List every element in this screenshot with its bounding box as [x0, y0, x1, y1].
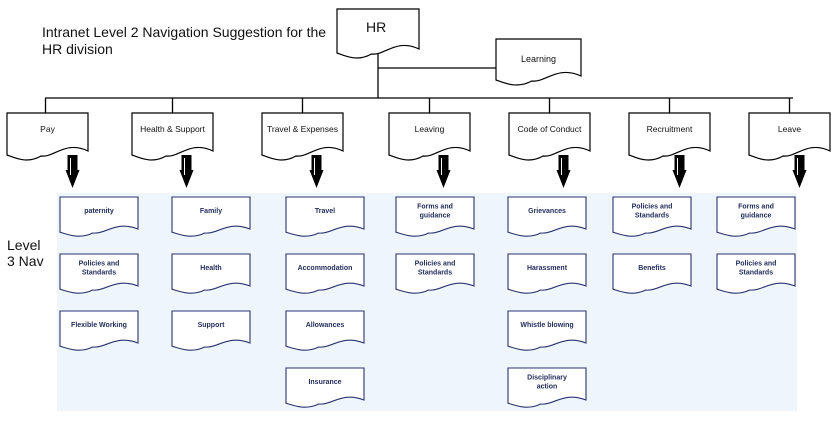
level3-label: Policies and — [736, 261, 777, 268]
level3-label: Standards — [635, 213, 669, 220]
level3-node[interactable]: Travel — [285, 196, 365, 237]
level3-label: Whistle blowing — [520, 322, 573, 329]
level3-node[interactable]: Accommodation — [285, 253, 365, 294]
level2-label: Health & Support — [140, 124, 205, 134]
down-arrow-icon — [65, 155, 80, 188]
level3-node[interactable]: Benefits — [612, 253, 692, 294]
level2-node[interactable]: Health & Support — [131, 112, 214, 161]
level3-label: Insurance — [308, 379, 341, 386]
level2-node[interactable]: Leave — [748, 112, 831, 161]
level2-node[interactable]: Code of Conduct — [508, 112, 591, 161]
level2-label: Leave — [778, 124, 801, 134]
level2-label: Code of Conduct — [518, 124, 582, 134]
learning-node[interactable]: Learning — [495, 38, 582, 86]
level3-nav-label: Level 3 Nav — [7, 237, 44, 269]
level2-node[interactable]: Leaving — [388, 112, 471, 161]
level3-label: Flexible Working — [71, 322, 127, 329]
level3-label: guidance — [741, 213, 772, 220]
level3-label: Standards — [82, 270, 116, 277]
hr-root-label: HR — [366, 19, 386, 35]
level3-node[interactable]: Allowances — [285, 310, 365, 351]
level3-label: Health — [200, 265, 221, 272]
level2-label: Leaving — [415, 124, 445, 134]
down-arrow-icon — [792, 155, 807, 188]
level2-label: Travel & Expenses — [267, 124, 338, 134]
level2-label: Pay — [40, 124, 55, 134]
level3-node[interactable]: Family — [171, 196, 251, 237]
level3-label: Policies and — [415, 261, 456, 268]
level3-node[interactable]: Grievances — [507, 196, 587, 237]
level3-label: action — [537, 384, 558, 391]
level3-node[interactable]: Support — [171, 310, 251, 351]
level3-node[interactable]: Whistle blowing — [507, 310, 587, 351]
level3-label: Allowances — [306, 322, 345, 329]
level3-label: Family — [200, 208, 222, 215]
level3-label: Support — [198, 322, 225, 329]
level2-label: Recruitment — [647, 124, 693, 134]
level3-label: Policies and — [632, 204, 673, 211]
learning-label: Learning — [521, 54, 556, 64]
level3-node[interactable]: Forms and guidance — [395, 196, 475, 237]
level3-node[interactable]: paternity — [59, 196, 139, 237]
level3-label: paternity — [84, 208, 114, 215]
level3-node[interactable]: Harassment — [507, 253, 587, 294]
level3-label: Standards — [739, 270, 773, 277]
hr-root-node[interactable]: HR — [336, 8, 420, 59]
level2-node[interactable]: Travel & Expenses — [261, 112, 344, 161]
down-arrow-icon — [556, 155, 571, 188]
down-arrow-icon — [436, 155, 451, 188]
level3-label: Standards — [418, 270, 452, 277]
level3-node[interactable]: Flexible Working — [59, 310, 139, 351]
down-arrow-icon — [309, 155, 324, 188]
level3-label: guidance — [420, 213, 451, 220]
down-arrow-icon — [672, 155, 687, 188]
level3-node[interactable]: Insurance — [285, 367, 365, 408]
level3-node[interactable]: Disciplinary action — [507, 367, 587, 408]
level3-label: Forms and — [417, 204, 453, 211]
level2-node[interactable]: Pay — [6, 112, 89, 161]
level3-label: Disciplinary — [527, 375, 567, 382]
diagram-title: Intranet Level 2 Navigation Suggestion f… — [42, 24, 327, 57]
level3-label: Accommodation — [298, 265, 353, 272]
down-arrow-icon — [179, 155, 194, 188]
level3-label: Travel — [315, 208, 335, 215]
level3-label: Forms and — [738, 204, 774, 211]
level3-label: Benefits — [638, 265, 666, 272]
level3-label: Harassment — [527, 265, 568, 272]
level3-label: Policies and — [79, 261, 120, 268]
level3-node[interactable]: Health — [171, 253, 251, 294]
level3-node[interactable]: Forms and guidance — [716, 196, 796, 237]
level3-label: Grievances — [528, 208, 566, 215]
level2-node[interactable]: Recruitment — [628, 112, 711, 161]
